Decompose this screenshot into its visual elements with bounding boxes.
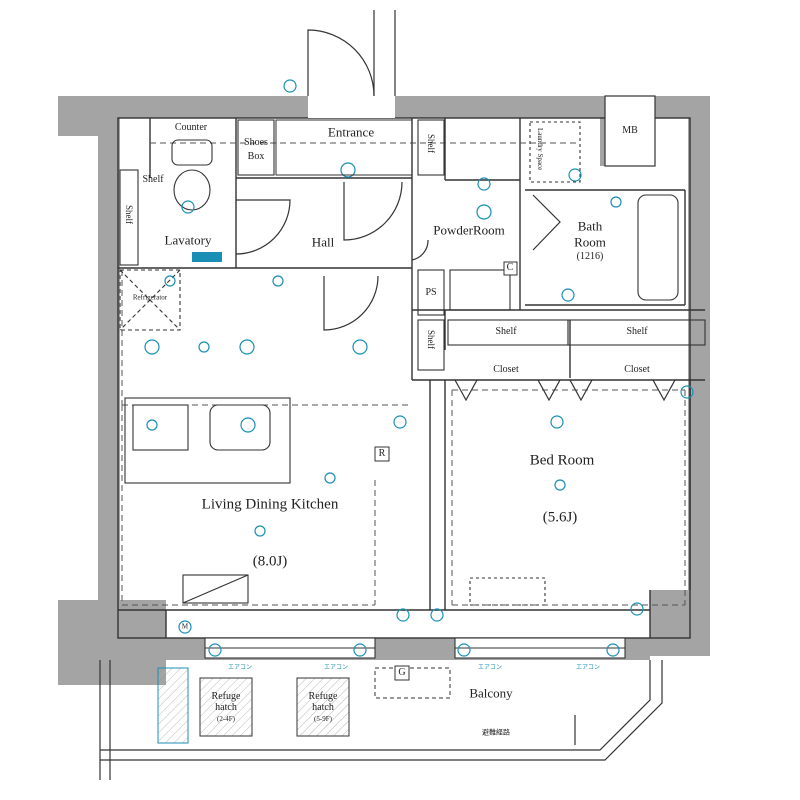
refuge-hatch-3-box <box>296 677 350 737</box>
refrigerator-label: Refrigerator <box>132 293 168 302</box>
marker-boxes <box>374 261 518 681</box>
shelf-label-right: Shelf <box>626 326 648 337</box>
laundry-label: Laundry Space <box>536 128 544 171</box>
powder-room-label: PowderRoom <box>433 222 505 238</box>
ac-label-4: エアコン <box>575 665 601 671</box>
ac-label-1: エアコン <box>227 665 253 671</box>
refuge-hatch-label-2: Refuge hatch (5-9F) <box>308 691 338 723</box>
interior-walls <box>117 117 705 639</box>
bath-room-label: Bath <box>577 218 603 234</box>
closet-doors <box>454 379 676 402</box>
ldk-size-label: (8.0J) <box>252 553 288 570</box>
refuge-hatch-label-1: Refuge hatch (2-4F) <box>211 691 241 723</box>
shoes-box-label-1: Shoes <box>244 137 268 148</box>
kitchen-shelf-label: Shelf <box>426 330 436 349</box>
mb-label: MB <box>622 125 638 136</box>
ps-label: PS <box>425 287 437 298</box>
entrance-label: Entrance <box>327 124 375 140</box>
closet-label-right: Closet <box>624 364 650 375</box>
electrical-symbols <box>144 79 694 657</box>
ac-label-2: エアコン <box>323 665 349 671</box>
counter-label: Counter <box>174 122 208 133</box>
lavatory-side-shelf-label: Shelf <box>124 205 134 224</box>
dashed-lines <box>121 142 705 606</box>
balcony-g-box <box>374 667 451 699</box>
bed-size-label: (5.6J) <box>542 509 578 526</box>
doors <box>235 10 561 331</box>
entrance-shelf-label: Shelf <box>426 134 436 153</box>
marker-c: C <box>506 262 514 273</box>
marker-g: G <box>398 667 406 678</box>
bed-room-label: Bed Room <box>529 452 595 469</box>
refuge-hatch-1-symbol <box>157 667 189 744</box>
ac-label-3: エアコン <box>477 665 503 671</box>
lavatory-label: Lavatory <box>164 232 212 248</box>
refrigerator-box <box>192 252 222 262</box>
ldk-label: Living Dining Kitchen <box>201 496 339 513</box>
entrance-step <box>275 119 413 176</box>
shoes-box-label-2: Box <box>247 151 265 162</box>
hall-label: Hall <box>311 234 335 250</box>
mb-box <box>604 95 656 167</box>
marker-r: R <box>378 448 386 459</box>
windows <box>204 637 626 659</box>
bath-size-label: (1216) <box>576 251 604 262</box>
wall-opening-top <box>308 96 395 118</box>
balcony-label: Balcony <box>469 685 513 701</box>
refuge-hatch-2-box <box>199 677 253 737</box>
shelf-label-left: Shelf <box>495 326 517 337</box>
closet-label-left: Closet <box>493 364 519 375</box>
fixtures-outline <box>119 119 706 606</box>
balcony-outline <box>99 660 663 780</box>
bath-room-label-2: Room <box>574 234 606 250</box>
balcony-note: 避難経路 <box>482 728 510 737</box>
lavatory-shelf-label: Shelf <box>142 174 164 185</box>
marker-m: M <box>181 622 189 631</box>
